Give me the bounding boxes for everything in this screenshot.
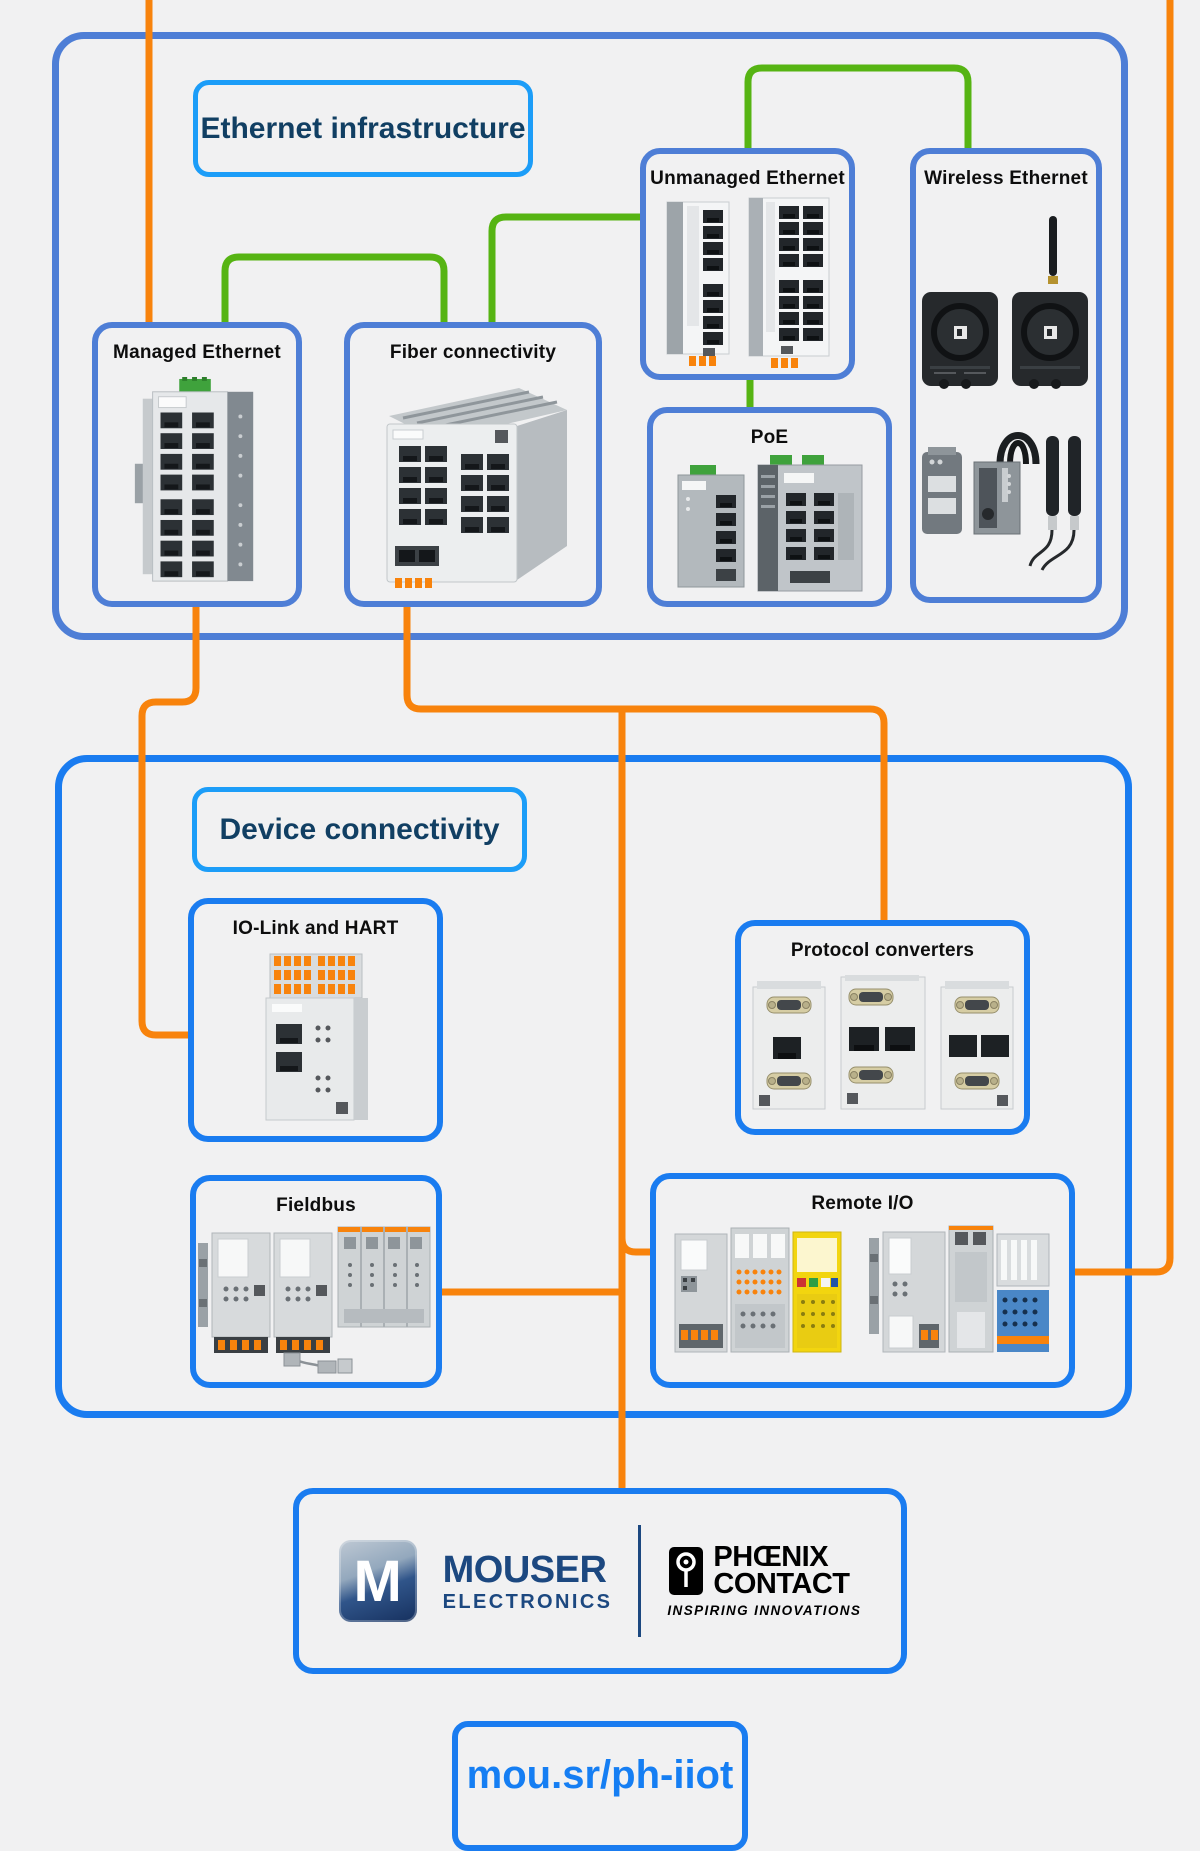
category-wireless-ethernet: Wireless Ethernet <box>910 148 1102 603</box>
fiber-connectivity-product-image <box>350 364 596 601</box>
mouser-name: MOUSER <box>442 1548 607 1591</box>
link-box[interactable]: mou.sr/ph-iiot <box>452 1721 748 1851</box>
category-iolink-hart: IO-Link and HART <box>188 898 443 1142</box>
mouser-monogram: M <box>353 1548 402 1614</box>
phoenix-tagline: INSPIRING INNOVATIONS <box>667 1603 862 1619</box>
category-label: Wireless Ethernet <box>924 168 1088 189</box>
brand-divider <box>638 1525 642 1637</box>
category-poe: PoE <box>647 407 892 607</box>
ethernet-infrastructure-title: Ethernet infrastructure <box>200 111 526 145</box>
category-label: Fiber connectivity <box>389 342 557 363</box>
category-remote-io: Remote I/O <box>650 1173 1075 1388</box>
phoenix-contact-logo: PHŒNIX CONTACT INSPIRING INNOVATIONS <box>667 1540 862 1619</box>
link-url[interactable]: mou.sr/ph-iiot <box>466 1753 734 1797</box>
category-label: Remote I/O <box>811 1193 914 1214</box>
device-connectivity-title-box: Device connectivity <box>192 787 527 872</box>
unmanaged-ethernet-product-image <box>646 190 849 374</box>
category-label: Unmanaged Ethernet <box>650 168 845 189</box>
category-fieldbus: Fieldbus <box>190 1175 442 1388</box>
ethernet-infrastructure-title-box: Ethernet infrastructure <box>193 80 533 177</box>
category-unmanaged-ethernet: Unmanaged Ethernet <box>640 148 855 380</box>
category-fiber-connectivity: Fiber connectivity <box>344 322 602 607</box>
phoenix-name-line2: CONTACT <box>713 1567 850 1600</box>
category-protocol-converters: Protocol converters <box>735 920 1030 1135</box>
category-label: Fieldbus <box>276 1195 356 1216</box>
wireless-ethernet-product-image <box>916 190 1096 597</box>
mouser-wordmark: MOUSER ELECTRONICS <box>443 1551 613 1612</box>
iolink-hart-product-image <box>194 940 437 1136</box>
poe-product-image <box>653 449 886 601</box>
category-label: PoE <box>750 427 789 448</box>
phoenix-contact-glyph-icon <box>669 1546 704 1595</box>
remote-io-product-image <box>656 1215 1069 1382</box>
protocol-converters-product-image <box>741 962 1024 1129</box>
device-connectivity-title: Device connectivity <box>219 812 500 846</box>
category-managed-ethernet: Managed Ethernet <box>92 322 302 607</box>
mouser-subtitle: ELECTRONICS <box>442 1590 613 1613</box>
brand-box: M MOUSER ELECTRONICS PHŒNIX CONTACT INSP… <box>293 1488 907 1674</box>
mouser-monogram-logo: M <box>338 1540 417 1622</box>
category-label: Protocol converters <box>790 940 975 961</box>
phoenix-name-line1: PHŒNIX <box>713 1540 829 1573</box>
category-label: IO-Link and HART <box>232 918 399 939</box>
category-label: Managed Ethernet <box>113 342 281 363</box>
fieldbus-product-image <box>196 1217 436 1382</box>
managed-ethernet-product-image <box>98 364 296 601</box>
